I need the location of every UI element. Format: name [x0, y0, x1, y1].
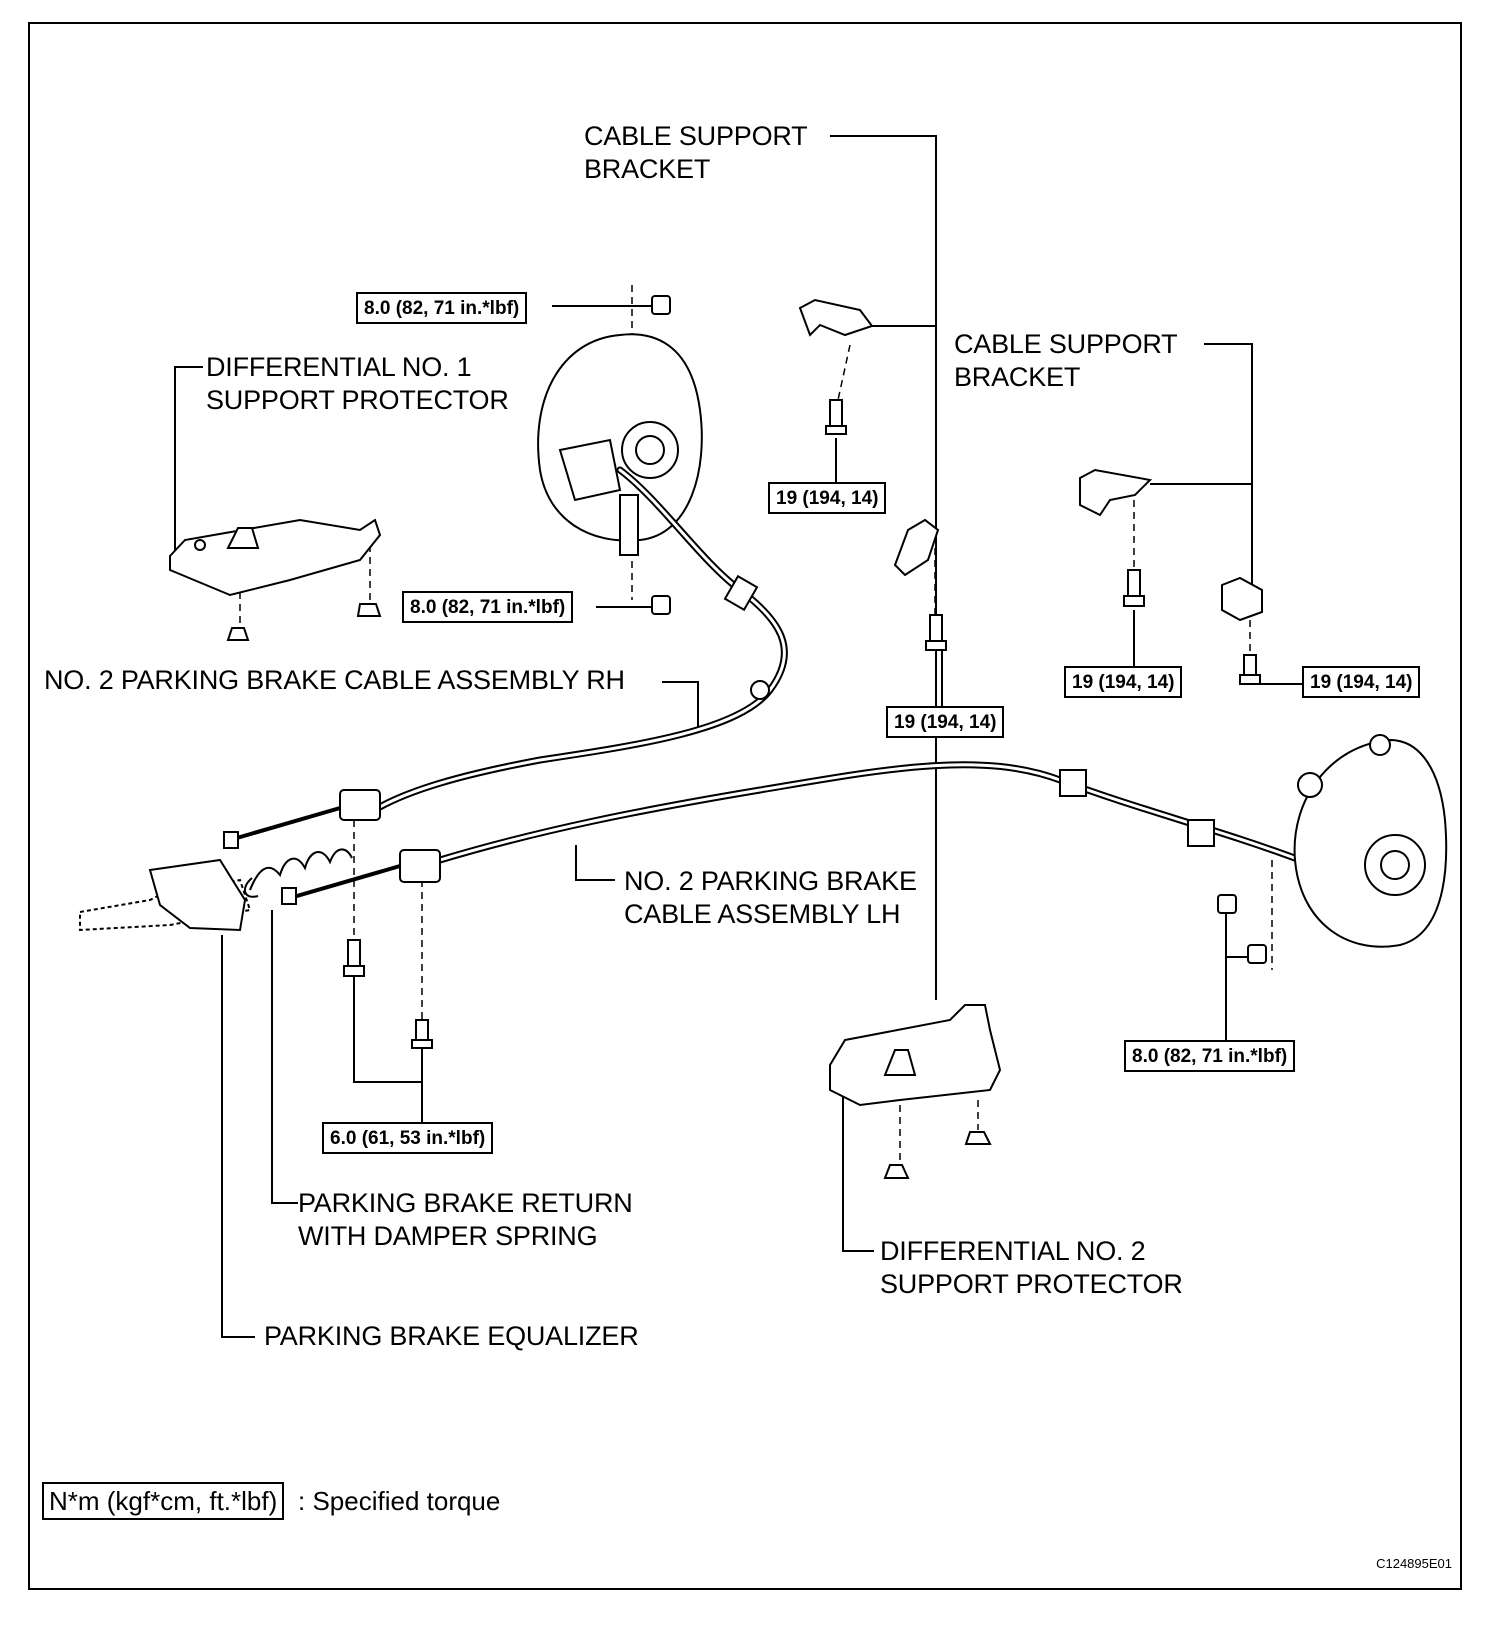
leader-cable-rh: [662, 681, 699, 728]
nut-icon-group: [651, 295, 671, 615]
label-line: CABLE SUPPORT: [954, 329, 1178, 359]
legend-text: : Specified torque: [298, 1486, 501, 1516]
lh-brake-backing-plate: [1293, 734, 1448, 948]
diagram-frame: [28, 22, 1462, 1590]
torque-bracket1-bolt: 19 (194, 14): [768, 482, 887, 514]
leader-return-spring: [271, 910, 298, 1204]
label-diff-no2-protector: DIFFERENTIAL NO. 2 SUPPORT PROTECTOR: [880, 1235, 1183, 1301]
label-line: WITH DAMPER SPRING: [298, 1221, 598, 1251]
label-cable-support-bracket-1: CABLE SUPPORT BRACKET: [584, 120, 808, 186]
diff-no2-protector: [829, 1004, 1002, 1179]
leader-cable-lh: [575, 845, 615, 881]
diff-no1-protector: [169, 518, 382, 641]
legend-torque-box: N*m (kgf*cm, ft.*lbf): [42, 1482, 285, 1520]
cable-support-brackets: [798, 298, 1263, 622]
torque-bracket-mid-bolt: 19 (194, 14): [886, 706, 1005, 738]
label-equalizer: PARKING BRAKE EQUALIZER: [264, 1321, 639, 1351]
label-diff-no1-protector: DIFFERENTIAL NO. 1 SUPPORT PROTECTOR: [206, 351, 509, 417]
label-line: DIFFERENTIAL NO. 1: [206, 352, 472, 382]
rh-cable-grommet: [723, 574, 759, 612]
leader-cable-support-bracket-2: [1204, 343, 1253, 604]
label-line: DIFFERENTIAL NO. 2: [880, 1236, 1146, 1266]
rh-cable-clip: [750, 680, 770, 700]
torque-nut-top: 8.0 (82, 71 in.*lbf): [356, 292, 528, 324]
leader-diff-no2: [842, 1086, 874, 1252]
torque-nut-mid: 8.0 (82, 71 in.*lbf): [402, 591, 574, 623]
label-cable-support-bracket-2: CABLE SUPPORT BRACKET: [954, 328, 1178, 394]
lh-cable-grommet-2: [1187, 819, 1215, 847]
lh-nuts: [1217, 894, 1267, 964]
leader-equalizer: [221, 935, 255, 1338]
label-line: PARKING BRAKE RETURN: [298, 1188, 633, 1218]
label-line: SUPPORT PROTECTOR: [880, 1269, 1183, 1299]
figure-code: C124895E01: [1376, 1556, 1452, 1571]
equalizer: [79, 858, 252, 932]
label-cable-lh: NO. 2 PARKING BRAKE CABLE ASSEMBLY LH: [624, 865, 917, 931]
label-cable-rh: NO. 2 PARKING BRAKE CABLE ASSEMBLY RH: [44, 665, 625, 695]
torque-equalizer-bolts: 6.0 (61, 53 in.*lbf): [322, 1122, 494, 1154]
leader-equalizer-bolts: [353, 976, 423, 1083]
torque-bracket2-bolt-b: 19 (194, 14): [1302, 666, 1421, 698]
bolt-icons: [343, 399, 1261, 1049]
lh-cable-grommet-1: [1059, 769, 1087, 797]
rh-brake-backing-plate: [537, 333, 703, 556]
cable-ends: [223, 789, 441, 905]
label-line: SUPPORT PROTECTOR: [206, 385, 509, 415]
leader-diff-no1: [174, 366, 203, 556]
label-line: CABLE SUPPORT: [584, 121, 808, 151]
return-spring: [243, 848, 353, 898]
label-line: NO. 2 PARKING BRAKE: [624, 866, 917, 896]
torque-bracket2-bolt-a: 19 (194, 14): [1064, 666, 1183, 698]
label-return-spring: PARKING BRAKE RETURN WITH DAMPER SPRING: [298, 1187, 633, 1253]
label-line: BRACKET: [584, 154, 711, 184]
label-line: BRACKET: [954, 362, 1081, 392]
torque-lh-nut: 8.0 (82, 71 in.*lbf): [1124, 1040, 1296, 1072]
label-line: CABLE ASSEMBLY LH: [624, 899, 901, 929]
